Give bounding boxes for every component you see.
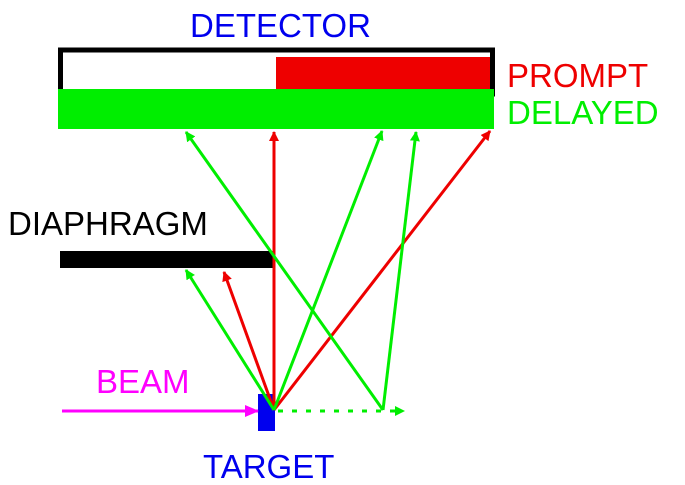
- delayed-label: DELAYED: [507, 94, 659, 131]
- detector-label: DETECTOR: [190, 7, 371, 44]
- prompt-label: PROMPT: [507, 57, 648, 94]
- target-label: TARGET: [203, 448, 334, 485]
- diaphragm-bar: [60, 251, 275, 268]
- diaphragm-label: DIAPHRAGM: [8, 205, 208, 242]
- prompt-ray-diaphragm: [222, 271, 276, 411]
- delayed-ray-from-beam-right: [381, 131, 420, 411]
- delayed-ray-from-beam-left: [184, 131, 385, 411]
- delayed-ray-diaphragm: [184, 269, 276, 411]
- delayed-ray-to-detector-mid: [272, 130, 384, 411]
- prompt-region: [276, 57, 490, 89]
- prompt-ray-right: [272, 130, 492, 411]
- delayed-bar: [58, 89, 494, 129]
- beam-label: BEAM: [96, 363, 190, 400]
